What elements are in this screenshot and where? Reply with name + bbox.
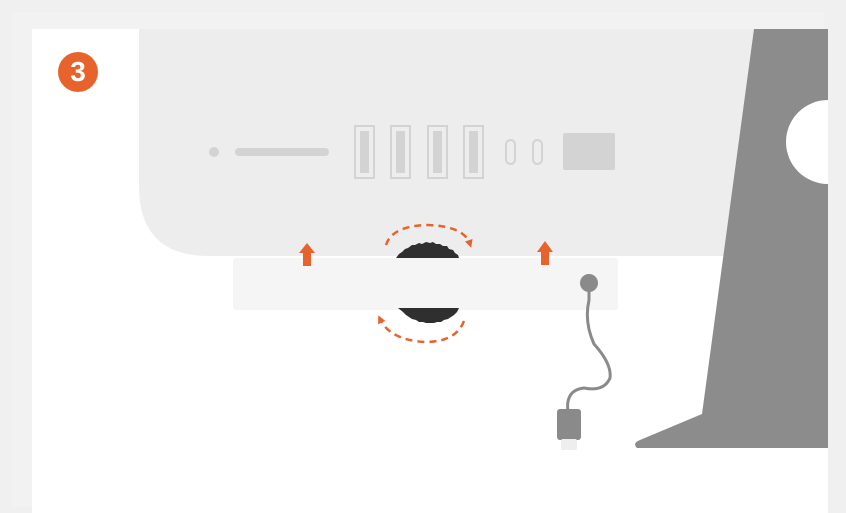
usb-a-ports xyxy=(354,125,484,179)
rotate-arrow-icon xyxy=(378,315,466,344)
stand-hinge xyxy=(786,100,828,184)
usb-plug-connector xyxy=(561,439,577,450)
step-number-badge: 3 xyxy=(58,52,98,92)
sd-card-slot xyxy=(235,148,329,156)
ethernet-port xyxy=(563,133,615,170)
cable xyxy=(566,283,612,413)
rotate-arrow-icon xyxy=(384,223,473,248)
arrow-up-icon xyxy=(299,243,315,266)
dongle-body xyxy=(233,258,618,310)
installation-illustration xyxy=(139,29,828,450)
usb-c-port xyxy=(505,139,516,165)
illustration-frame: 3 xyxy=(12,12,828,513)
usb-plug-body xyxy=(557,409,581,440)
illustration-card: 3 xyxy=(32,29,828,513)
arrow-up-icon xyxy=(537,241,553,265)
thumbwheel-icon xyxy=(396,242,459,258)
usb-c-port xyxy=(532,139,543,165)
usb-c-ports xyxy=(505,139,543,165)
stand xyxy=(635,29,828,448)
microphone-hole xyxy=(209,147,219,157)
thumbwheel-icon xyxy=(398,308,459,323)
